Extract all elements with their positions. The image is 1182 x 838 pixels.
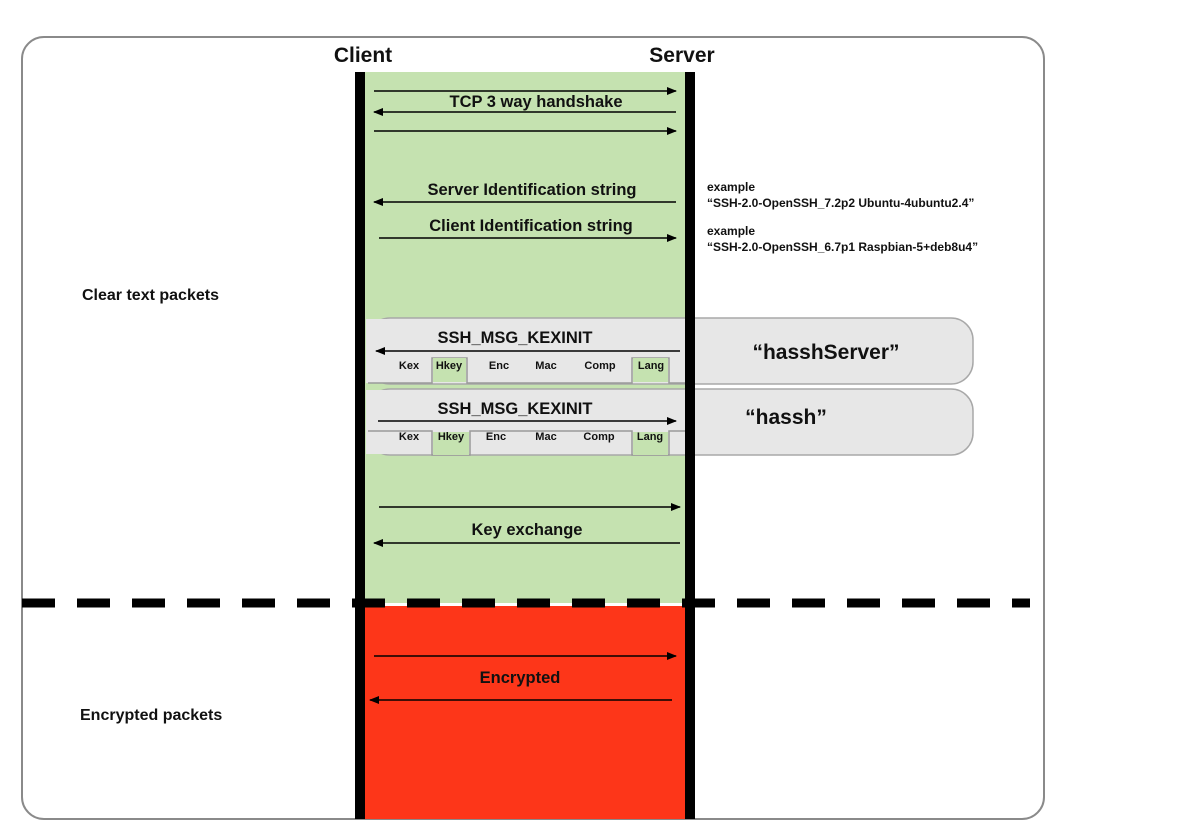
kexinit-server-field-comp: Comp: [584, 360, 615, 372]
kexinit-server-field-mac: Mac: [535, 360, 556, 372]
kexinit-client-lang-cell: [633, 432, 668, 455]
client-lifeline: [355, 72, 365, 819]
kexinit-server-hkey-cell: [433, 358, 466, 382]
server-id-label: Server Identification string: [427, 181, 636, 199]
client-example-value: “SSH-2.0-OpenSSH_6.7p1 Raspbian-5+deb8u4…: [707, 240, 978, 254]
hassh-server-label: “hasshServer”: [752, 341, 899, 364]
client-example-label: example: [707, 224, 755, 238]
hassh-client-label: “hassh”: [745, 406, 827, 429]
key-exchange-label: Key exchange: [472, 521, 583, 539]
kexinit-client-field-enc: Enc: [486, 431, 506, 443]
client-header: Client: [334, 44, 392, 67]
kexinit-server-field-hkey: Hkey: [436, 360, 463, 372]
kexinit-server-field-enc: Enc: [489, 360, 509, 372]
client-id-label: Client Identification string: [429, 217, 633, 235]
encrypted-zone: [360, 606, 690, 819]
kexinit-client-field-kex: Kex: [399, 431, 420, 443]
kexinit-server-fields-outline: [368, 357, 686, 384]
kexinit-client-field-lang: Lang: [637, 431, 663, 443]
server-lifeline: [685, 72, 695, 819]
hassh-client-box-fill: [366, 390, 390, 454]
kexinit-server-field-lang: Lang: [638, 360, 664, 372]
kexinit-server-field-kex: Kex: [399, 360, 420, 372]
server-example-label: example: [707, 180, 755, 194]
kexinit-client-field-hkey: Hkey: [438, 431, 465, 443]
encrypted-label: Encrypted: [480, 669, 561, 687]
kexinit-server-label: SSH_MSG_KEXINIT: [438, 329, 593, 347]
kexinit-client-label: SSH_MSG_KEXINIT: [438, 400, 593, 418]
encrypted-packets-label: Encrypted packets: [80, 707, 222, 724]
kexinit-client-field-comp: Comp: [583, 431, 614, 443]
kexinit-client-fields-outline: [368, 430, 686, 456]
kexinit-server-lang-cell: [633, 358, 668, 382]
tcp-handshake-label: TCP 3 way handshake: [449, 93, 622, 111]
clear-text-label: Clear text packets: [82, 287, 219, 304]
server-example-value: “SSH-2.0-OpenSSH_7.2p2 Ubuntu-4ubuntu2.4…: [707, 196, 974, 210]
kexinit-client-field-mac: Mac: [535, 431, 556, 443]
server-header: Server: [649, 44, 714, 67]
kexinit-client-hkey-cell: [433, 432, 469, 455]
